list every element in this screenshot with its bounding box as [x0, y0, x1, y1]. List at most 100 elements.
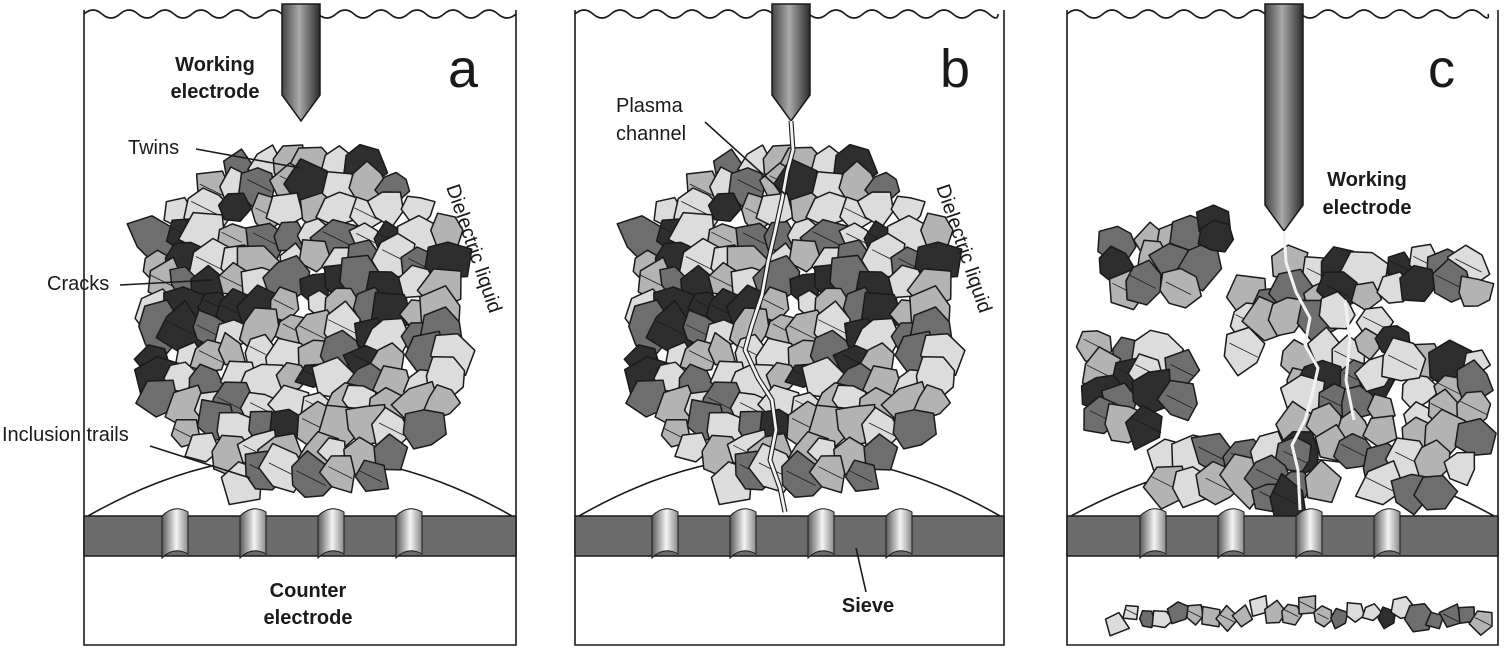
twins-label: Twins [128, 137, 179, 159]
grain-boundary [1455, 258, 1482, 273]
mineral-grain [1304, 459, 1342, 504]
grain-boundary [711, 231, 732, 243]
plasma-channel-label: Plasma [616, 95, 684, 117]
grain-boundary [1198, 446, 1227, 462]
grain-boundary [328, 319, 356, 334]
grain-boundary [1437, 382, 1462, 396]
plasma-channel-path-core [743, 120, 795, 513]
mineral-grain [1413, 474, 1459, 511]
electrode-rod [281, 3, 321, 123]
grain-boundary [198, 350, 224, 364]
mineral-grain [1381, 336, 1427, 382]
sieve-label: Sieve [842, 595, 894, 617]
grain-boundary [1474, 617, 1492, 626]
mineral-grain [184, 432, 221, 463]
mineral-grain [1223, 326, 1266, 377]
working-electrode-label: Working [1327, 169, 1407, 191]
grain-boundary [199, 183, 225, 197]
grain-boundary [742, 232, 770, 247]
working-electrode-label-line2: electrode [1323, 197, 1412, 219]
mineral-grain [1443, 451, 1476, 487]
grain-boundary [1460, 400, 1488, 415]
grain-boundary [1299, 601, 1315, 610]
grain-boundary [296, 470, 327, 486]
grain-boundary [1272, 491, 1302, 508]
plasma-channel-branch [1343, 299, 1356, 421]
panel-letter: c [1428, 39, 1455, 99]
mineral-grain [1151, 610, 1174, 629]
grain-boundary [846, 233, 867, 244]
grain-boundary [220, 275, 245, 288]
panel-a: a Working electrode Twins Cracks Inclusi… [2, 3, 517, 646]
grain-boundary [221, 231, 242, 243]
twins-leader [195, 148, 301, 169]
panel-letter: b [940, 39, 970, 99]
mineral-grain [1354, 460, 1406, 506]
grain-boundary [166, 320, 196, 336]
mineral-grain [912, 384, 952, 419]
grain-boundary [1389, 260, 1410, 272]
mineral-grain [1468, 610, 1493, 636]
mineral-grain [1159, 267, 1203, 309]
grain-boundary [252, 232, 280, 247]
grain-boundary [247, 179, 272, 192]
grain-boundary [273, 299, 295, 310]
counter-electrode-label-line2: electrode [264, 607, 353, 629]
mineral-grain [892, 409, 937, 450]
sieve-plate [83, 508, 517, 560]
mineral-grain [1248, 594, 1269, 618]
grain-boundary [737, 179, 762, 192]
mineral-grain [1124, 404, 1163, 451]
grain-boundary [1124, 608, 1138, 616]
grain-boundary [356, 233, 377, 244]
mineral-grain [217, 192, 252, 222]
grain-boundary [1317, 613, 1329, 620]
electrode-rod [771, 3, 811, 123]
cracks-leader [119, 279, 213, 286]
grain-boundary [1129, 275, 1156, 289]
vessel-outline [574, 10, 1005, 646]
grain-boundary [818, 319, 846, 334]
mineral-grain [1281, 603, 1303, 626]
grain-boundary [689, 183, 715, 197]
mineral-grain [1197, 219, 1235, 253]
grain-boundary [1283, 609, 1299, 617]
mineral-grain [1438, 603, 1463, 628]
electrode-rod [1264, 3, 1304, 233]
grain-boundary [1229, 342, 1258, 358]
sieve-leader [855, 547, 867, 593]
mineral-grain [291, 450, 339, 499]
plasma-channel-leader [704, 121, 787, 196]
rock-sample [126, 143, 476, 506]
plasma-channel-label-line2: channel [616, 123, 686, 145]
mineral-grain [844, 459, 880, 492]
grain-boundary [358, 469, 382, 483]
grain-boundary [710, 275, 735, 288]
mineral-grain [402, 409, 447, 450]
grain-boundary [1188, 610, 1202, 618]
mineral-grain [1345, 601, 1366, 623]
grain-boundary [848, 469, 872, 483]
vessel-outline [83, 10, 517, 646]
grain-boundary [328, 466, 353, 479]
grain-boundary [1442, 613, 1460, 623]
working-electrode-label: Working [175, 54, 255, 76]
mineral-grain [808, 455, 846, 494]
sieved-fragments [1104, 594, 1493, 637]
grain-boundary [1341, 444, 1367, 458]
mineral-grain [318, 455, 356, 494]
grain-boundary [1131, 417, 1162, 433]
grain-boundary [763, 299, 785, 310]
mineral-grain [1454, 417, 1497, 457]
grain-boundary [818, 466, 843, 479]
grain-boundary [1364, 476, 1396, 493]
grain-boundary [1165, 281, 1192, 295]
sieve-plate [574, 508, 1005, 560]
mineral-grain [1166, 601, 1191, 625]
mineral-grain [422, 384, 462, 419]
grain-boundary [1219, 614, 1235, 623]
grain-boundary [844, 207, 868, 220]
grain-boundary [378, 422, 405, 437]
grain-boundary [1205, 477, 1233, 493]
